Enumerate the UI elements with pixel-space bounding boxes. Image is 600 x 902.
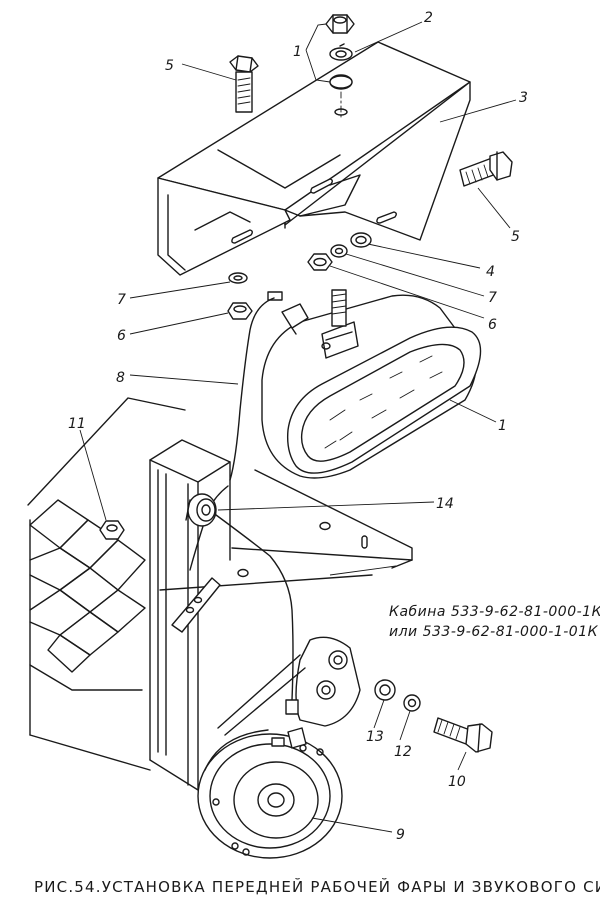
callout-6-right: 6 <box>488 317 497 333</box>
callout-9: 9 <box>396 827 405 843</box>
horn <box>197 727 343 859</box>
top-fasteners <box>325 14 355 119</box>
callout-6-left: 6 <box>117 328 126 344</box>
right-fasteners <box>307 232 372 271</box>
left-fasteners <box>227 272 253 320</box>
callout-1-top: 1 <box>293 44 302 60</box>
callout-4: 4 <box>486 264 495 280</box>
callout-14: 14 <box>436 496 454 512</box>
wire-harness <box>185 291 299 715</box>
cabin-pillar <box>149 439 231 791</box>
callout-5-right: 5 <box>511 229 520 245</box>
callout-labels: 1 2 3 5 5 4 7 7 6 6 8 1 11 14 13 12 10 9 <box>68 10 528 843</box>
bolt-right <box>459 151 513 187</box>
callout-3: 3 <box>519 90 528 106</box>
cabin-note-line2: или 533-9-62-81-000-1-01К <box>389 624 599 640</box>
callout-10: 10 <box>448 774 466 790</box>
nut-11 <box>99 520 125 540</box>
callout-7-right: 7 <box>488 290 497 306</box>
callout-7-left: 7 <box>117 292 126 308</box>
cabin-note: Кабина 533-9-62-81-000-1К или 533-9-62-8… <box>389 604 600 640</box>
work-lamp <box>261 289 482 479</box>
bolt-left <box>229 55 259 113</box>
callout-12: 12 <box>394 744 412 760</box>
figure-caption: РИС.54.УСТАНОВКА ПЕРЕДНЕЙ РАБОЧЕЙ ФАРЫ И… <box>34 877 600 896</box>
callout-1-lamp: 1 <box>498 418 507 434</box>
callout-2: 2 <box>424 10 433 26</box>
callout-11: 11 <box>68 416 86 432</box>
horn-fasteners <box>374 679 493 753</box>
lamp-bracket <box>157 41 471 276</box>
horn-bracket <box>217 636 361 736</box>
callout-5-left: 5 <box>165 58 174 74</box>
cabin-note-line1: Кабина 533-9-62-81-000-1К <box>389 604 600 620</box>
callout-13: 13 <box>366 729 384 745</box>
leader-lines <box>79 21 517 833</box>
callout-8: 8 <box>116 370 125 386</box>
